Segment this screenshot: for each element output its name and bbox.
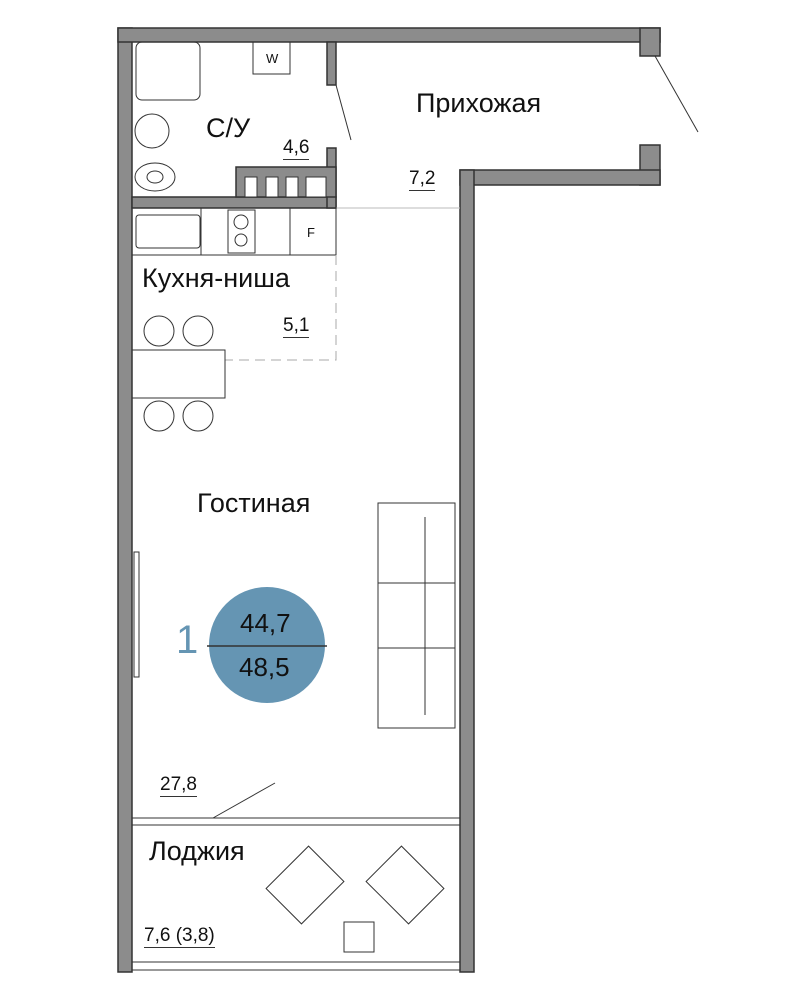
wall-top [117,27,661,43]
entrance-door [654,55,699,133]
dining-table [131,349,226,399]
bathroom-area: 4,6 [283,137,310,160]
loggia-name: Лоджия [149,836,245,866]
washer [252,41,291,75]
fridge-label: F [307,225,315,240]
total-area: 48,5 [239,652,290,682]
wall-bath-bottom [131,196,337,209]
apartment-badge [207,587,327,703]
wall-right-top [639,27,661,57]
bathroom-door [335,84,352,141]
loggia-glazing [131,817,461,826]
sink [134,113,170,149]
loggia-area: 7,6 (3,8) [144,925,215,948]
kitchen-boundary [225,255,337,361]
bathtub [135,41,201,101]
kitchen-sink [135,214,201,249]
hallway-name: Прихожая [416,88,542,118]
window-left [133,551,140,678]
lounge-chair [365,845,445,925]
lounge-chair [265,845,345,925]
loggia-window [131,961,461,971]
living-area-total: 44,7 [240,608,291,638]
living-area: 27,8 [160,774,197,797]
wall-right [459,169,475,973]
kitchen-counter [131,207,337,256]
wall-left [117,27,133,973]
kitchen-area: 5,1 [283,315,310,338]
toilet [134,162,176,192]
kitchen-name: Кухня-ниша [142,263,290,293]
washer-label: W [266,51,279,66]
wall-bath-right-top [326,41,337,86]
bathroom-name: С/У [206,113,251,143]
apartment-number: 1 [176,618,199,662]
balcony-door [212,782,276,819]
living-name: Гостиная [197,488,311,518]
stove [227,209,256,254]
side-table [343,921,375,953]
sofa [377,502,456,729]
wall-hall-bottom [459,169,661,186]
hallway-area: 7,2 [409,168,436,191]
